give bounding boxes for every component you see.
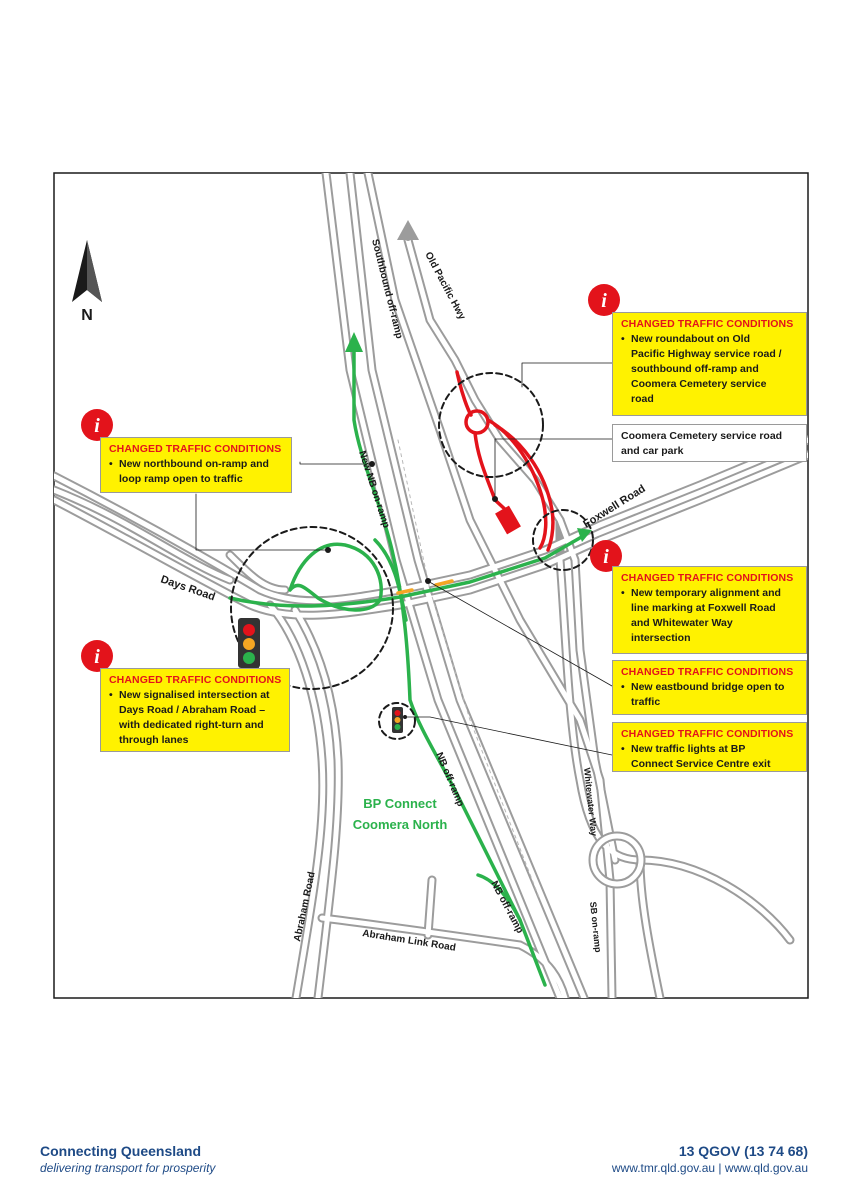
callout-title: CHANGED TRAFFIC CONDITIONS: [621, 572, 794, 584]
callout-title: CHANGED TRAFFIC CONDITIONS: [621, 318, 794, 330]
place-label-line1: BP Connect: [363, 796, 437, 811]
north-label: N: [81, 307, 93, 324]
bridge-highlight: [396, 579, 454, 595]
svg-text:i: i: [94, 646, 100, 668]
footer-tagline: delivering transport for prosperity: [40, 1161, 216, 1175]
traffic-light-large-icon: [238, 618, 260, 668]
callout-body: • New northbound on-ramp and loop ramp o…: [109, 458, 269, 485]
north-arrow-icon: N: [72, 240, 102, 324]
callout-title: CHANGED TRAFFIC CONDITIONS: [621, 666, 794, 678]
callout-body: • New temporary alignment and line marki…: [621, 587, 781, 644]
footer-web-links[interactable]: www.tmr.qld.gov.au | www.qld.gov.au: [611, 1161, 808, 1175]
callout-body: • New signalised intersection at Days Ro…: [109, 689, 270, 746]
info-icon: i: [590, 540, 622, 572]
svg-text:i: i: [601, 290, 607, 312]
footer-phone: 13 QGOV (13 74 68): [678, 1143, 808, 1159]
callout-title: CHANGED TRAFFIC CONDITIONS: [109, 674, 282, 686]
callout-body: • New roundabout on Old Pacific Highway …: [621, 333, 782, 405]
info-icon: i: [81, 640, 113, 672]
new-routes: [228, 343, 587, 987]
callout-cemetery: Coomera Cemetery service road and car pa…: [612, 424, 807, 462]
callout-nb-on-ramp: CHANGED TRAFFIC CONDITIONS • New northbo…: [100, 437, 292, 493]
leader-lines: [195, 362, 613, 756]
svg-text:i: i: [94, 415, 100, 437]
leader-dots: [325, 461, 498, 719]
callout-title: CHANGED TRAFFIC CONDITIONS: [621, 728, 794, 740]
callout-roundabout: CHANGED TRAFFIC CONDITIONS • New roundab…: [612, 312, 807, 416]
place-label-line2: Coomera North: [353, 817, 448, 832]
foxwell-arrow-green-icon: [577, 528, 592, 542]
car-park-icon: [495, 505, 521, 535]
footer-left: Connecting Queensland delivering transpo…: [40, 1143, 215, 1175]
callout-bridge: CHANGED TRAFFIC CONDITIONS • New eastbou…: [612, 660, 807, 715]
callout-foxwell: CHANGED TRAFFIC CONDITIONS • New tempora…: [612, 566, 807, 654]
info-icon: i: [81, 409, 113, 441]
footer-brand: Connecting Queensland: [40, 1143, 202, 1159]
traffic-light-small-icon: [392, 707, 403, 733]
callout-bp-lights: CHANGED TRAFFIC CONDITIONS • New traffic…: [612, 722, 807, 772]
north-arrow-green-icon: [345, 332, 363, 352]
callout-title: CHANGED TRAFFIC CONDITIONS: [109, 443, 282, 455]
focus-circles: [230, 372, 594, 740]
svg-text:i: i: [603, 546, 609, 568]
info-icon: i: [588, 284, 620, 316]
footer-right: 13 QGOV (13 74 68) www.tmr.qld.gov.au | …: [612, 1143, 808, 1175]
callout-body: • New traffic lights at BP Connect Servi…: [621, 743, 771, 770]
callout-body: • New eastbound bridge open to traffic: [621, 681, 785, 708]
callout-signalised: CHANGED TRAFFIC CONDITIONS • New signali…: [100, 668, 290, 752]
